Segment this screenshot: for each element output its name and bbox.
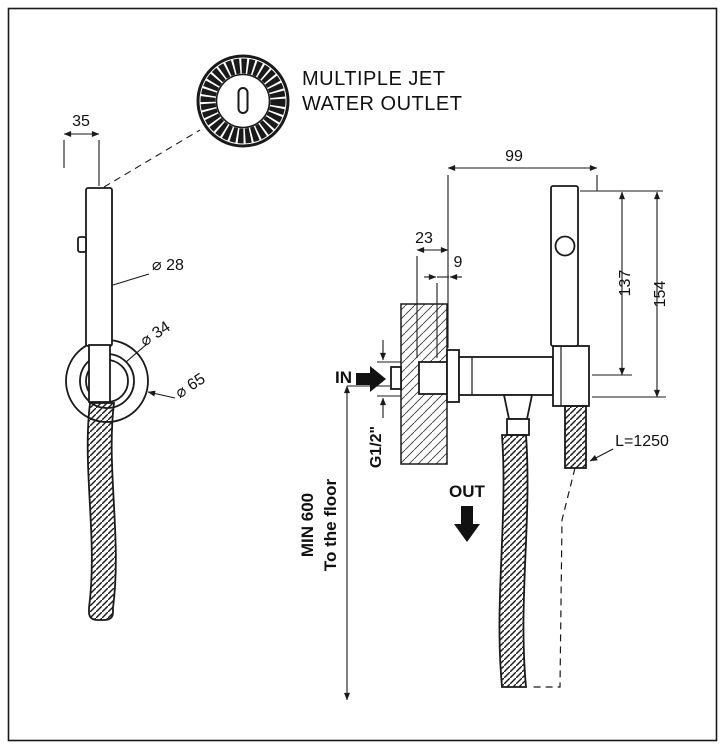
floor-min-label: MIN 600 xyxy=(298,493,317,557)
dim-d28-leader xyxy=(112,273,150,286)
dim-23-label: 23 xyxy=(415,230,433,247)
valve-flange xyxy=(446,349,460,403)
hose-front xyxy=(86,402,117,621)
dim-137-label: 137 xyxy=(617,270,634,297)
dim-d34-leader xyxy=(125,343,148,363)
dim-d65: ⌀ 65 xyxy=(147,370,209,402)
outlet-label: OUT xyxy=(449,482,486,501)
inlet-label: IN xyxy=(335,368,352,387)
handshower-button-front xyxy=(77,236,87,253)
handshower-lower-front xyxy=(88,344,111,403)
hose-hidden-path xyxy=(531,467,576,688)
dim-99-label: 99 xyxy=(505,148,523,165)
handle-holder xyxy=(552,345,590,407)
dim-d65-leader xyxy=(147,390,176,399)
inlet-arrow-icon xyxy=(356,366,386,392)
outlet-annotation: OUT xyxy=(449,482,486,542)
callout-title-line1: MULTIPLE JET xyxy=(302,68,445,90)
hose-length-annotation: L=1250 xyxy=(589,433,669,462)
outlet-nut xyxy=(506,418,530,436)
sheet-border xyxy=(7,7,718,742)
dim-35-label: 35 xyxy=(72,113,90,130)
valve-body xyxy=(458,356,554,396)
detail-callout: MULTIPLE JET WATER OUTLET xyxy=(103,54,462,188)
thread-label: G1/2" xyxy=(368,426,385,468)
side-view: G1/2" 99 23 9 xyxy=(298,148,669,701)
dim-154: 154 xyxy=(592,191,669,398)
inlet-annotation: IN xyxy=(335,366,386,392)
inlet-stub xyxy=(390,366,402,390)
dim-d34-label: ⌀ 34 xyxy=(138,318,174,350)
handshower-body-side xyxy=(550,185,579,347)
hose-length-label: L=1250 xyxy=(615,433,669,450)
floor-distance-annotation: MIN 600 To the floor xyxy=(298,385,390,701)
dim-d65-label: ⌀ 65 xyxy=(173,370,209,402)
dim-9: 9 xyxy=(424,254,463,358)
dim-d34: ⌀ 34 xyxy=(125,318,174,363)
dim-137: 137 xyxy=(592,191,634,376)
handshower-button-side xyxy=(554,235,576,257)
callout-title-line2: WATER OUTLET xyxy=(302,93,462,115)
dim-99: 99 xyxy=(447,148,598,348)
callout-leader-line xyxy=(103,129,201,188)
wall-inlet-pipe xyxy=(418,361,448,395)
dim-35: 35 xyxy=(63,113,100,186)
dim-d28: ⌀ 28 xyxy=(112,257,184,286)
dim-154-label: 154 xyxy=(652,281,669,308)
hose-length-leader xyxy=(589,448,614,462)
front-view: 35 ⌀ 28 ⌀ 34 ⌀ 65 xyxy=(63,113,209,621)
outlet-arrow-icon xyxy=(454,506,480,542)
handshower-body-front xyxy=(85,187,113,347)
dim-thread: G1/2" xyxy=(368,340,401,468)
jet-nozzle-ring xyxy=(200,58,286,144)
floor-text-label: To the floor xyxy=(321,479,340,572)
dim-d28-label: ⌀ 28 xyxy=(152,257,184,274)
dim-23: 23 xyxy=(415,230,449,358)
outlet-cone xyxy=(502,394,534,420)
dim-9-label: 9 xyxy=(454,254,463,271)
jet-center-slot xyxy=(237,87,249,114)
hose-long-side xyxy=(498,434,529,688)
hose-short-side xyxy=(564,405,587,469)
